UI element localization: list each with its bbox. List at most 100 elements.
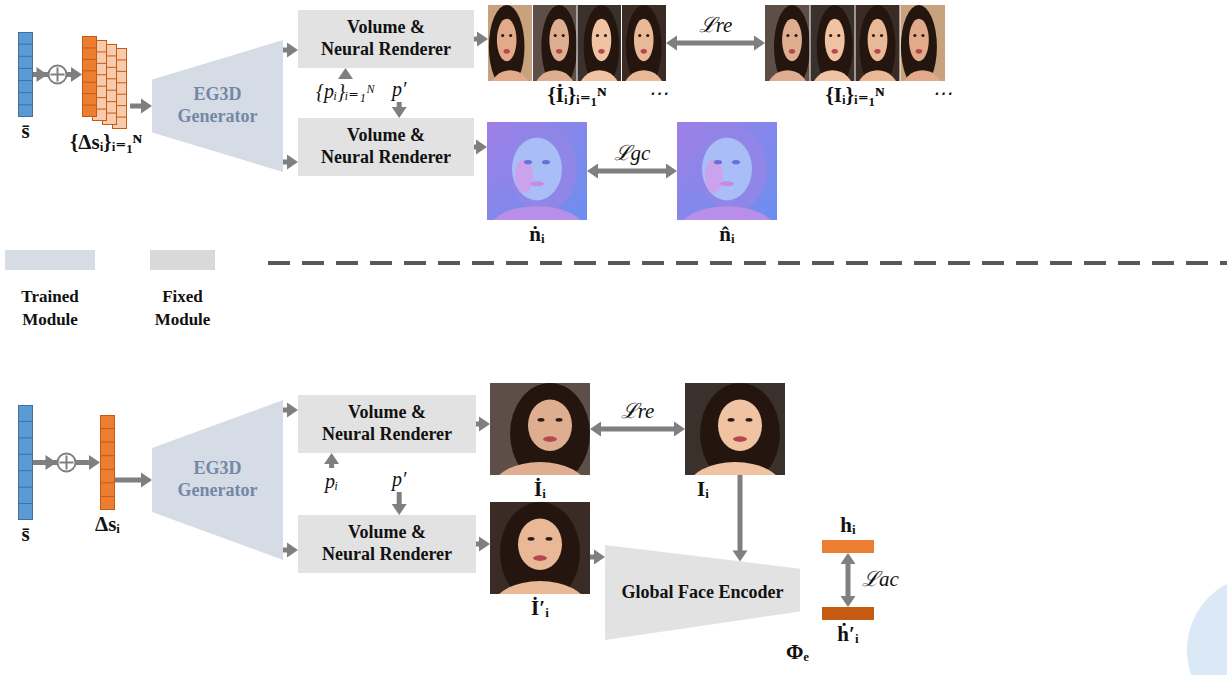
latent-vector: s̄ (18, 32, 33, 117)
eye (728, 418, 735, 422)
feature-fill (822, 540, 874, 553)
connector-head (141, 99, 152, 114)
face (549, 19, 569, 62)
connector-arrow (115, 473, 152, 488)
eye (829, 34, 832, 37)
connector-head (587, 164, 598, 179)
node-label: Iᵢ (697, 478, 709, 501)
connector-arrow (476, 537, 490, 552)
hair-normal (509, 126, 577, 212)
vector-cell (100, 469, 115, 470)
vector-cell (83, 93, 97, 94)
connector-arrow (283, 43, 298, 58)
legend-text: Fixed Module (133, 286, 233, 332)
camera-pose-label: p′ (392, 78, 406, 100)
shape-outline (822, 540, 874, 553)
eye (872, 34, 875, 37)
vector-cell (18, 92, 33, 93)
feature-bar: hᵢ (822, 540, 874, 553)
camera-pose-label: p′ (392, 468, 406, 490)
vector-cell (18, 68, 33, 69)
eye (786, 34, 789, 37)
eye (554, 34, 557, 37)
shoulders (490, 70, 531, 110)
connector-arrow (130, 99, 152, 114)
shape-outline (100, 415, 115, 510)
connector-line (115, 478, 143, 483)
vector-cell (83, 82, 97, 83)
vector-cell (18, 503, 33, 504)
shape-outline (487, 122, 587, 220)
eye-normal (732, 160, 740, 164)
connector-arrow (841, 553, 856, 607)
face-photo (488, 5, 533, 110)
node-label: n̂ᵢ (719, 223, 734, 246)
eye (528, 537, 535, 541)
camera-pose-label: pᵢ (325, 470, 338, 492)
connector-line (846, 562, 851, 598)
vector-cell (18, 487, 33, 488)
sum-symbol (33, 66, 67, 84)
input-image: Iᵢ (685, 383, 785, 475)
photo-separator (577, 5, 578, 81)
eye-normal (524, 160, 532, 164)
sum-symbol (33, 454, 76, 472)
face-normal (512, 138, 562, 201)
face-photo (490, 502, 590, 629)
node-label: Global Face Encoder (622, 582, 784, 604)
shape-outline (18, 32, 33, 117)
sum-cross (66, 456, 68, 470)
normal-image (487, 122, 587, 253)
mouth (556, 49, 562, 54)
ellipsis: ⋯ (932, 82, 952, 104)
node-label: ḣ′ᵢ (837, 623, 858, 646)
pose-leader-arrow (324, 453, 339, 468)
sum-cross (57, 68, 59, 82)
loss-label: ℒgc (612, 142, 653, 165)
leader-head (392, 504, 407, 515)
shoulder-normal (489, 206, 585, 253)
connector-head (287, 543, 298, 558)
connector-head (733, 550, 748, 561)
node-label: Volume & Neural Renderer (312, 402, 462, 445)
normal-background (677, 122, 777, 220)
photo-separator (532, 5, 533, 81)
face (497, 19, 517, 62)
rendered-image: İᵢ (490, 383, 590, 475)
input-images: {Iᵢ}ᵢ₌₁ᴺ (765, 5, 945, 81)
leader-line (397, 492, 402, 506)
connector-head (476, 140, 487, 155)
label-wrap: Volume & Neural Renderer (298, 10, 474, 68)
renderer-box: Volume & Neural Renderer (298, 10, 474, 68)
offset-vector: Δsᵢ (100, 415, 115, 510)
connector-head (479, 537, 490, 552)
connector-arrow (476, 417, 490, 432)
connector-head (71, 67, 82, 82)
vector-cell (18, 421, 33, 422)
node-label: Volume & Neural Renderer (311, 125, 461, 168)
renderer-fill (298, 515, 476, 573)
node-label: s̄ (21, 120, 29, 143)
vector-cell (83, 70, 97, 71)
eye (921, 34, 924, 37)
connector-line (596, 169, 668, 174)
legend-swatch (150, 250, 215, 270)
vector-cell (18, 56, 33, 57)
encoder-fill (605, 545, 800, 640)
mouth (504, 49, 510, 54)
vector-cell (100, 482, 115, 483)
shape-outline (822, 607, 874, 620)
loss-label: ℒre (619, 400, 657, 423)
face (825, 19, 845, 62)
vector-bar (101, 416, 115, 510)
node-sublabel: Φₑ (786, 641, 809, 664)
eye (604, 34, 607, 37)
eye (913, 34, 916, 37)
vector-cell (100, 442, 115, 443)
face-photo (685, 383, 785, 510)
label-wrap: Global Face Encoder (605, 545, 800, 640)
mouth-normal (720, 181, 734, 186)
vector-cell (83, 105, 97, 106)
photo-separator (621, 5, 622, 81)
